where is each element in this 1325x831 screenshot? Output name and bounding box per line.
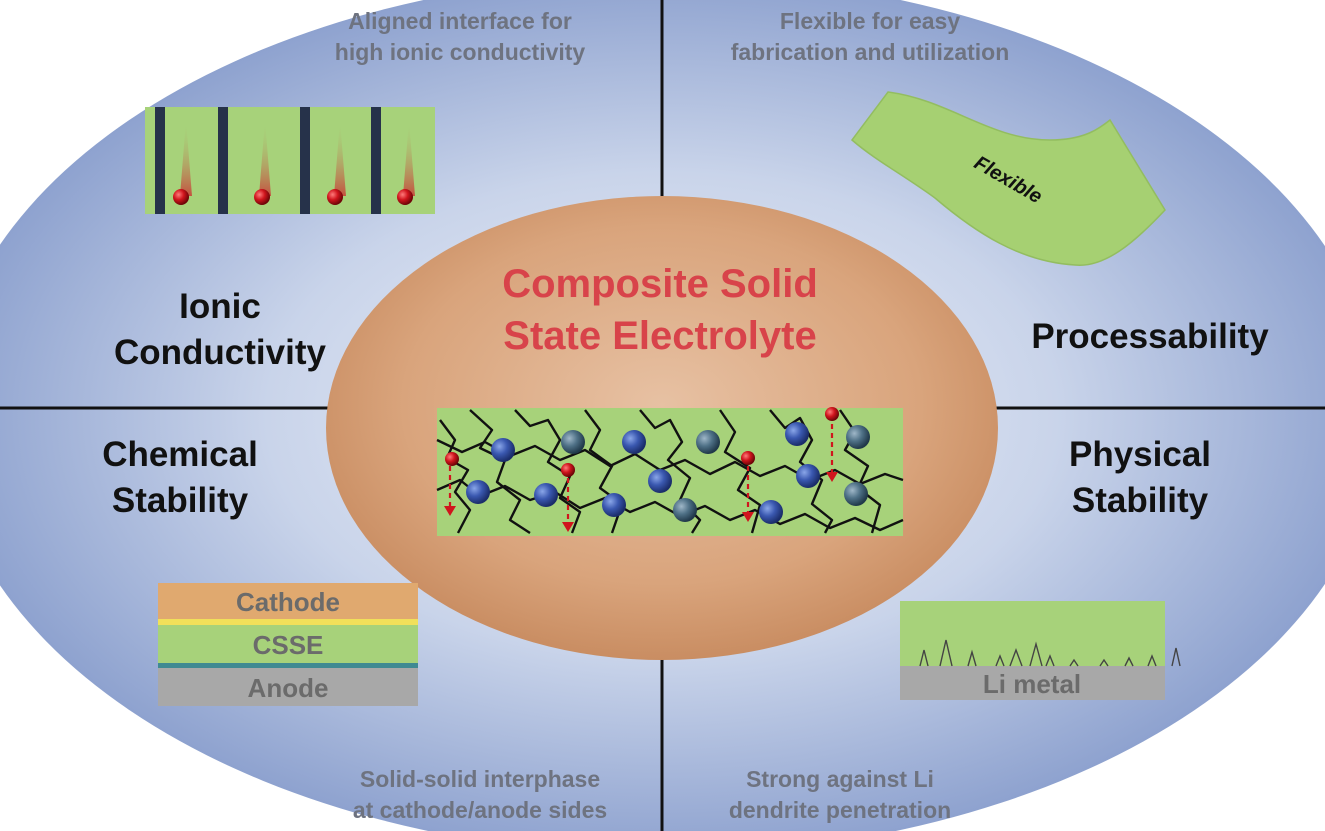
processability-caption-line1: Flexible for easy (779, 8, 961, 34)
chemical-heading-line2: Stability (111, 481, 249, 520)
processability-caption: Flexible for easy fabrication and utiliz… (680, 6, 1060, 68)
center-title-line1: Composite Solid (502, 262, 818, 306)
chemical-caption-line2: at cathode/anode sides (352, 797, 608, 823)
csse-layer-label: CSSE (253, 630, 324, 660)
processability-heading-text: Processability (1031, 317, 1269, 356)
center-title: Composite Solid State Electrolyte (400, 258, 920, 362)
cathode-layer-label: Cathode (236, 587, 340, 617)
flexible-sheet-illustration: Flexible (850, 91, 1166, 266)
li-metal-label: Li metal (983, 669, 1081, 699)
chemical-heading: Chemical Stability (50, 432, 310, 524)
physical-heading: Physical Stability (1010, 432, 1270, 524)
center-title-line2: State Electrolyte (503, 314, 817, 358)
composite-matrix-illustration (436, 407, 904, 536)
ionic-heading-line2: Conductivity (114, 333, 326, 372)
ionic-heading: Ionic Conductivity (70, 284, 370, 376)
processability-heading: Processability (1000, 314, 1300, 360)
physical-heading-line1: Physical (1068, 435, 1212, 474)
physical-heading-line2: Stability (1071, 481, 1209, 520)
physical-caption: Strong against Li dendrite penetration (670, 764, 1010, 826)
chemical-caption-line1: Solid-solid interphase (359, 766, 601, 792)
ionic-heading-line1: Ionic (179, 287, 261, 326)
processability-caption-line2: fabrication and utilization (730, 39, 1010, 65)
ionic-caption-line1: Aligned interface for (348, 8, 572, 34)
ionic-caption: Aligned interface for high ionic conduct… (270, 6, 650, 68)
aligned-interface-illustration (145, 107, 435, 214)
layered-cell-illustration: Cathode CSSE Anode (158, 583, 418, 706)
ionic-caption-line2: high ionic conductivity (334, 39, 586, 65)
anode-layer-label: Anode (248, 673, 329, 703)
li-metal-illustration: Li metal (900, 601, 1181, 700)
physical-caption-line1: Strong against Li (746, 766, 934, 792)
physical-caption-line2: dendrite penetration (728, 797, 952, 823)
chemical-caption: Solid-solid interphase at cathode/anode … (310, 764, 650, 826)
chemical-heading-line1: Chemical (102, 435, 258, 474)
